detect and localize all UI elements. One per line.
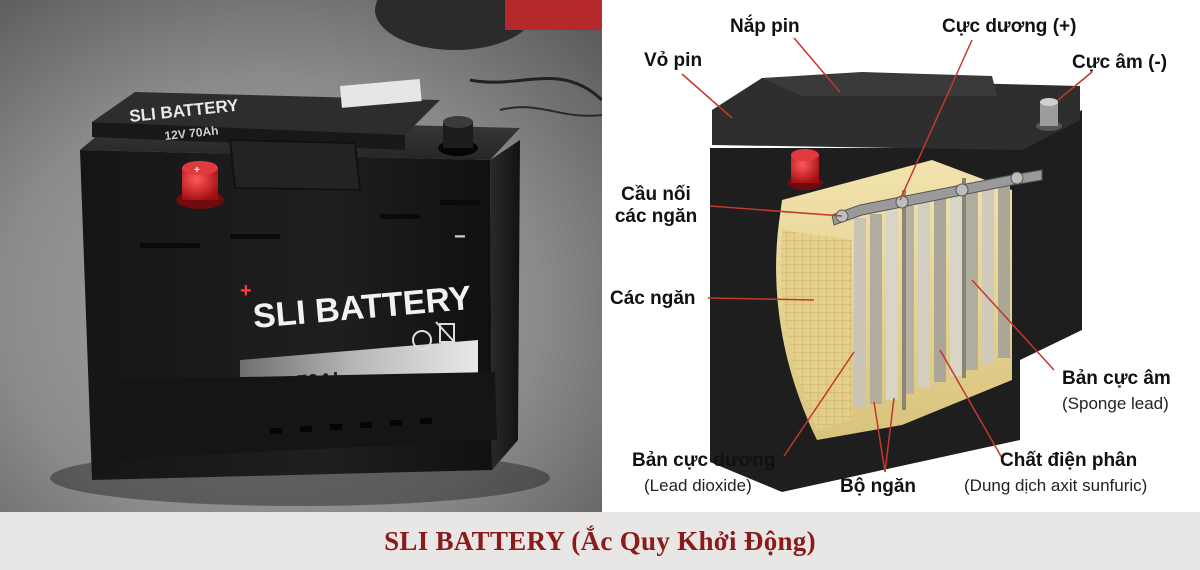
label-cau-noi-line2: các ngăn <box>614 206 698 227</box>
vent-slot <box>380 214 420 219</box>
label-ban-cuc-duong-sub: (Lead dioxide) <box>644 476 752 495</box>
pb-mark: Pb <box>443 347 453 356</box>
label-ban-cuc-am-sub: (Sponge lead) <box>1062 394 1169 413</box>
leader-bo-ngan-b <box>884 397 895 473</box>
label-cuc-am: Cực âm (-) <box>1072 52 1168 73</box>
vent-slot <box>440 200 480 205</box>
battery-base <box>95 372 497 460</box>
positive-terminal-top <box>182 161 218 175</box>
label-chat-dien-phan-sub: (Dung dịch axit sunfuric) <box>964 476 1148 495</box>
base-slot <box>270 428 282 434</box>
leader-chat-dien-phan <box>939 349 1003 459</box>
label-cau-noi: Cầu nối các ngăn <box>602 184 710 228</box>
front-minus-sign: − <box>454 226 466 248</box>
battery-cutaway-diagram: Nắp pin Vỏ pin Cực dương (+) Cực âm (-) … <box>602 0 1200 512</box>
background-cable <box>469 77 602 102</box>
leader-cuc-am <box>1057 71 1093 101</box>
connector-bolt <box>1010 171 1024 185</box>
positive-plate-grid <box>780 230 852 430</box>
positive-terminal-sign: + <box>194 165 200 176</box>
crossed-bin-icon <box>435 321 459 347</box>
base-slot <box>360 422 372 428</box>
leader-bo-ngan-a <box>873 401 886 473</box>
background-tire <box>375 0 535 50</box>
background-cable-2 <box>499 106 602 117</box>
caption-title: SLI BATTERY (Ắc Quy Khởi Động) <box>384 526 816 556</box>
leader-cau-noi <box>709 205 843 217</box>
leader-nap-pin <box>793 37 841 93</box>
label-chat-dien-phan: Chất điện phân <box>1000 450 1138 471</box>
negative-terminal <box>1040 102 1058 126</box>
caption-bar: SLI BATTERY (Ắc Quy Khởi Động) <box>0 512 1200 570</box>
battery-photo: SLI BATTERY 12V 70Ah + + − SLI BATTERY <box>0 0 602 512</box>
label-bo-ngan: Bộ ngăn <box>840 476 916 497</box>
base-slot <box>420 418 432 424</box>
cell-wall <box>902 190 906 410</box>
cell-wall <box>962 178 966 378</box>
warning-sticker <box>340 79 422 108</box>
leader-vo-pin <box>681 73 733 119</box>
base-slot <box>330 424 342 430</box>
label-ban-cuc-duong: Bản cực dương <box>632 450 776 471</box>
connector-bolt <box>895 195 909 209</box>
leader-ban-cuc-am <box>971 279 1055 371</box>
label-cau-noi-line1: Cầu nối <box>621 184 691 205</box>
label-vo-pin: Vỏ pin <box>644 50 703 71</box>
base-slot <box>390 420 402 426</box>
recycle-icon <box>412 330 432 350</box>
positive-terminal-top <box>791 149 819 161</box>
leader-cuc-duong <box>899 39 973 201</box>
leader-cac-ngan <box>707 297 815 301</box>
battery-side-face <box>490 140 520 470</box>
vent-slot <box>230 234 280 239</box>
label-ban-cuc-am: Bản cực âm <box>1062 368 1171 389</box>
front-plus-sign: + <box>240 280 252 302</box>
label-nap-pin: Nắp pin <box>730 16 800 37</box>
battery-photo-illustration: SLI BATTERY 12V 70Ah + + − SLI BATTERY <box>0 0 602 512</box>
top-spec-text: 12V 70Ah <box>164 123 219 143</box>
battery-handle-recess <box>228 138 362 192</box>
negative-terminal-top <box>443 116 473 128</box>
label-cuc-duong: Cực dương (+) <box>942 16 1077 37</box>
connector-bolt <box>955 183 969 197</box>
negative-terminal-top <box>1040 98 1058 106</box>
leader-ban-cuc-duong <box>783 351 855 457</box>
background-cabinet <box>505 0 602 30</box>
base-slot <box>300 426 312 432</box>
vent-slot <box>140 243 200 248</box>
leader-lines <box>681 37 1093 473</box>
cutaway-illustration <box>681 37 1093 492</box>
battery-lid-raised <box>762 72 997 96</box>
label-cac-ngan: Các ngăn <box>610 288 696 309</box>
